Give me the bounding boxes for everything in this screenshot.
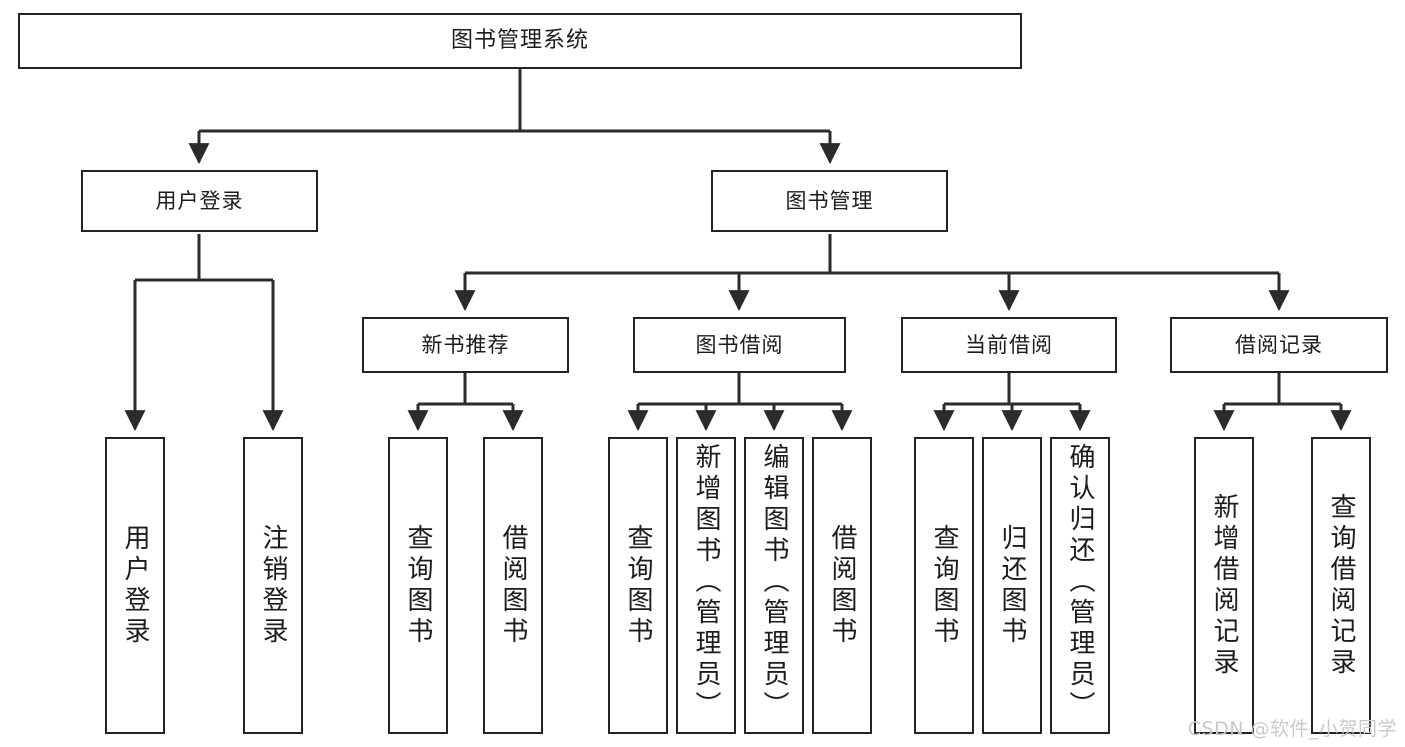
leaf-user-login[interactable]: 用户登录 [105, 437, 165, 734]
node-borrow-record[interactable]: 借阅记录 [1170, 317, 1388, 373]
node-root-system[interactable]: 图书管理系统 [18, 13, 1022, 69]
node-book-manage[interactable]: 图书管理 [711, 170, 948, 232]
node-new-book-rec[interactable]: 新书推荐 [362, 317, 569, 373]
node-label: 当前借阅 [965, 332, 1053, 357]
node-label: 新增图书（管理员） [691, 443, 721, 722]
node-label: 查询图书 [929, 523, 959, 648]
node-label: 用户登录 [155, 188, 244, 213]
leaf-query-book-2[interactable]: 查询图书 [608, 437, 668, 734]
node-label: 新增借阅记录 [1209, 492, 1239, 679]
node-current-borrow[interactable]: 当前借阅 [901, 317, 1117, 373]
node-label: 确认归还（管理员） [1065, 443, 1095, 722]
node-label: 借阅记录 [1235, 332, 1323, 357]
node-user-login[interactable]: 用户登录 [81, 170, 318, 232]
leaf-user-logout[interactable]: 注销登录 [243, 437, 303, 734]
node-label: 借阅图书 [827, 523, 857, 648]
leaf-add-book[interactable]: 新增图书（管理员） [676, 437, 736, 734]
leaf-return-book[interactable]: 归还图书 [982, 437, 1042, 734]
leaf-borrow-book-2[interactable]: 借阅图书 [812, 437, 872, 734]
node-label: 图书管理系统 [450, 28, 589, 54]
leaf-add-record[interactable]: 新增借阅记录 [1194, 437, 1254, 734]
node-label: 图书借阅 [695, 332, 784, 357]
node-label: 用户登录 [120, 523, 150, 648]
node-book-borrow[interactable]: 图书借阅 [633, 317, 846, 373]
watermark-text: CSDN @软件_小贺同学 [1187, 718, 1397, 740]
node-label: 借阅图书 [498, 523, 528, 648]
node-label: 查询图书 [623, 523, 653, 648]
leaf-query-book-1[interactable]: 查询图书 [388, 437, 448, 734]
node-label: 编辑图书（管理员） [759, 443, 789, 722]
node-label: 查询借阅记录 [1326, 492, 1356, 679]
node-label: 注销登录 [258, 523, 288, 648]
node-label: 新书推荐 [421, 332, 510, 357]
leaf-query-record[interactable]: 查询借阅记录 [1311, 437, 1371, 734]
node-label: 归还图书 [997, 523, 1027, 648]
leaf-confirm-return[interactable]: 确认归还（管理员） [1050, 437, 1110, 734]
leaf-borrow-book-1[interactable]: 借阅图书 [483, 437, 543, 734]
node-label: 查询图书 [403, 523, 433, 648]
leaf-query-book-3[interactable]: 查询图书 [914, 437, 974, 734]
node-label: 图书管理 [785, 188, 874, 213]
leaf-edit-book[interactable]: 编辑图书（管理员） [744, 437, 804, 734]
